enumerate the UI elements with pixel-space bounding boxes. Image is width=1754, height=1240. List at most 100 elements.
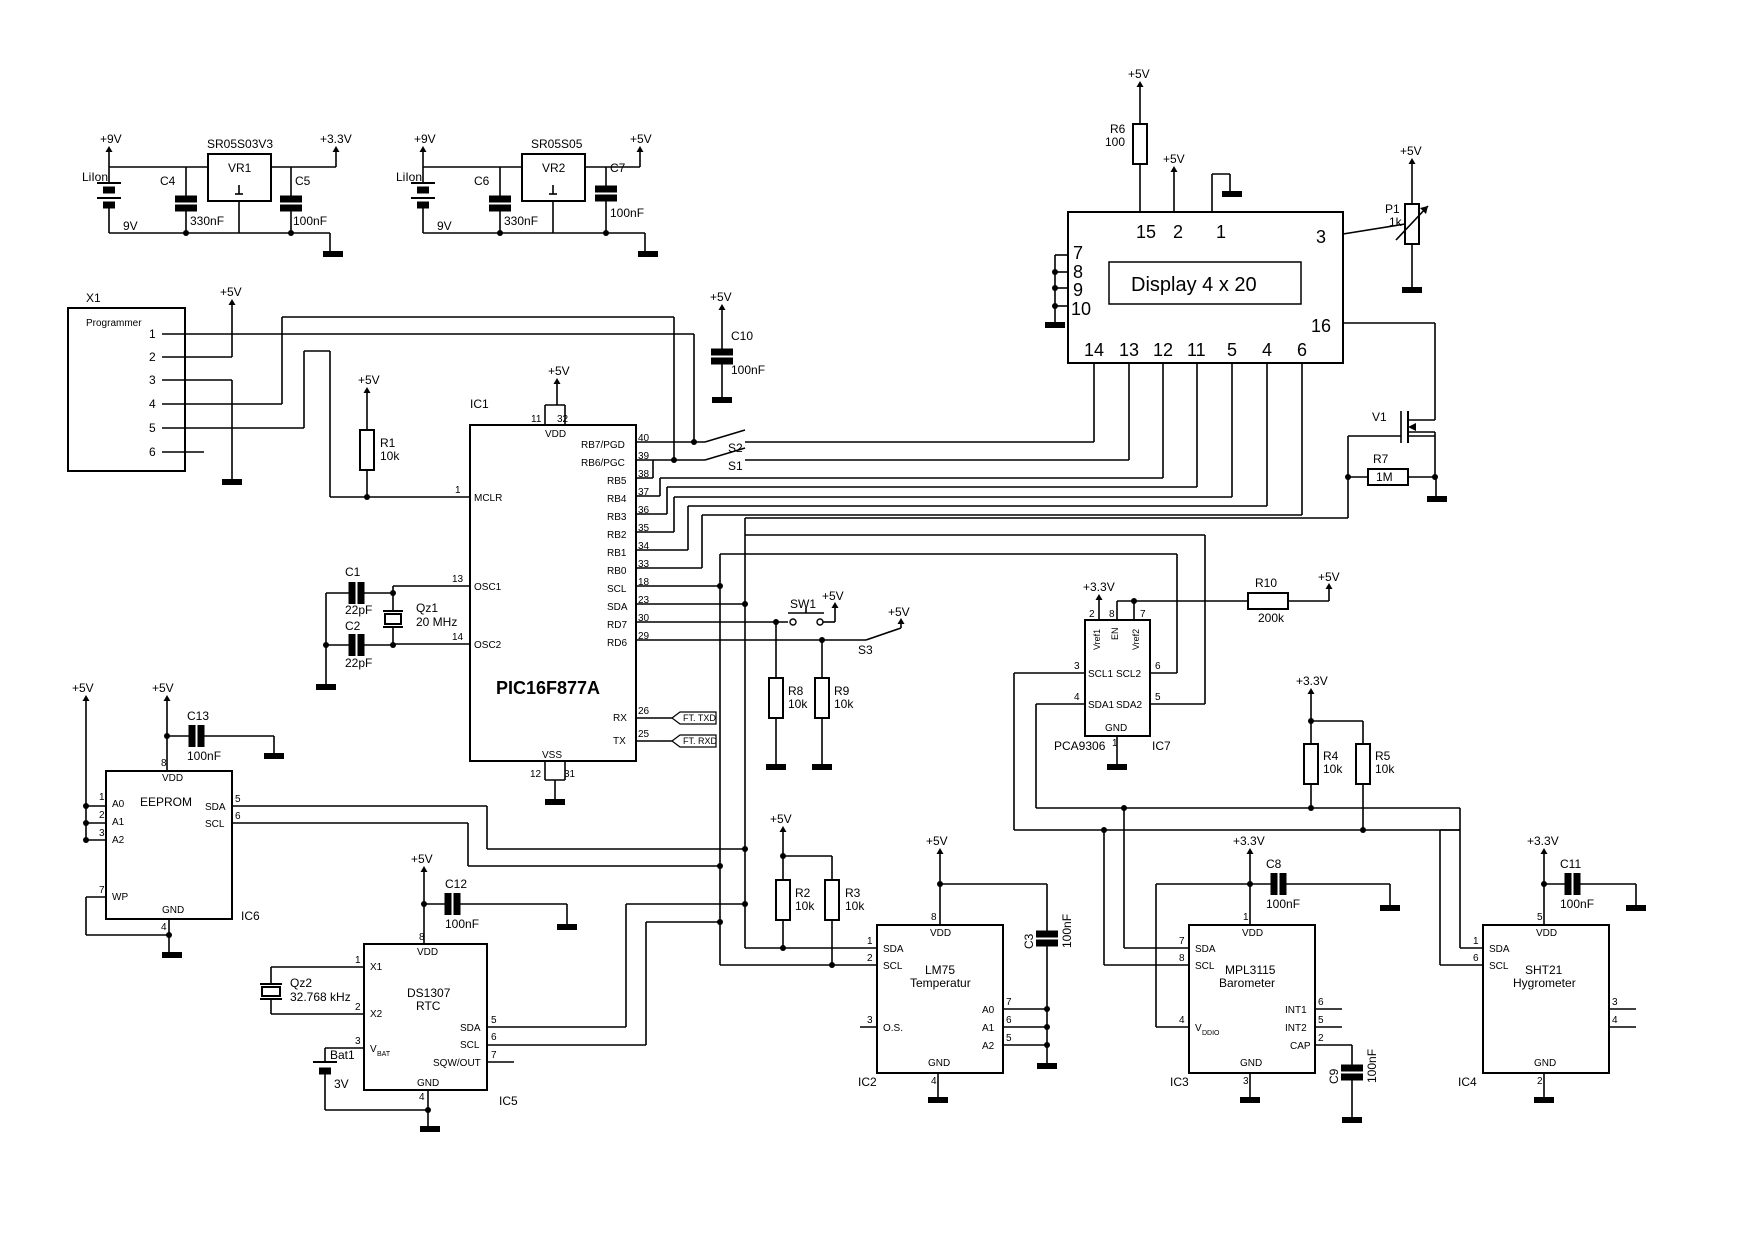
ic2-gnd: GND xyxy=(928,1058,950,1069)
ic3-p4: 4 xyxy=(1179,1015,1185,1026)
r9-ref: R9 xyxy=(834,684,850,698)
c11-val: 100nF xyxy=(1560,897,1594,911)
ic6-a2: A2 xyxy=(112,835,125,846)
display-5v-pin2: +5V xyxy=(1163,152,1185,166)
ic4-vdd: VDD xyxy=(1536,928,1557,939)
c3-ref: C3 xyxy=(1022,933,1036,949)
ic7-part: PCA9306 xyxy=(1054,739,1106,753)
c12-val: 100nF xyxy=(445,917,479,931)
ic6-5v-a: +5V xyxy=(72,681,94,695)
ic1-rd7: RD7 xyxy=(607,620,627,631)
ic1-pin1-num: 1 xyxy=(455,485,461,496)
c8-val: 100nF xyxy=(1266,897,1300,911)
ic2-box xyxy=(876,924,1004,1074)
c3-val: 100nF xyxy=(1060,914,1074,948)
ic7-scl2: SCL2 xyxy=(1116,669,1141,680)
qz1-val: 20 MHz xyxy=(416,615,457,629)
ic5-p5: 5 xyxy=(491,1015,497,1026)
ft-rxd-label: FT. RXD xyxy=(683,736,718,746)
v1-mosfet: V1 R7 1M xyxy=(744,322,1447,586)
ic1-pin12: 12 xyxy=(530,769,542,780)
ic1-box xyxy=(469,424,637,762)
ic3-p1: 1 xyxy=(1243,912,1249,923)
ic2-a2: A2 xyxy=(982,1041,995,1052)
c5-ref: C5 xyxy=(295,174,311,188)
ic5-p4: 4 xyxy=(419,1092,425,1103)
c10-ref: C10 xyxy=(731,329,753,343)
c7-ref: C7 xyxy=(610,161,626,175)
label-9v-supply-2: +9V xyxy=(414,132,436,146)
ic5-vbat: V xyxy=(370,1044,377,1055)
ic3-sda: SDA xyxy=(1195,944,1216,955)
ic5-ref: IC5 xyxy=(499,1094,518,1108)
ic6-a1: A1 xyxy=(112,817,125,828)
r3-ref: R3 xyxy=(845,886,861,900)
r5-ref: R5 xyxy=(1375,749,1391,763)
ic4-p3: 3 xyxy=(1612,997,1618,1008)
c13-val: 100nF xyxy=(187,749,221,763)
ic7-p1: 1 xyxy=(1112,738,1118,749)
mcu-pic16f877a: IC1 PIC16F877A VDD VSS 11 32 12 31 +5V 1… xyxy=(330,364,718,802)
r4-ref: R4 xyxy=(1323,749,1339,763)
ic4-33v: +3.3V xyxy=(1527,834,1559,848)
ic3-vddio: V xyxy=(1195,1023,1202,1034)
ic7-sda1: SDA1 xyxy=(1088,700,1115,711)
x1-5v: +5V xyxy=(220,285,242,299)
ic6-p3: 3 xyxy=(99,828,105,839)
ic6-p4: 4 xyxy=(161,922,167,933)
ic1-pin37-num: 37 xyxy=(638,487,650,498)
ic1-pin35-num: 35 xyxy=(638,523,650,534)
ic4-p5: 5 xyxy=(1537,912,1543,923)
ic3-part: MPL3115 xyxy=(1225,963,1276,977)
ic7-p2: 2 xyxy=(1089,609,1095,620)
ic2-sub: Temperatur xyxy=(910,976,971,990)
ic5-box xyxy=(363,943,488,1091)
c10-capacitor: +5V C10 100nF xyxy=(710,290,765,400)
ic1-pin34-num: 34 xyxy=(638,541,650,552)
ic5-scl: SCL xyxy=(460,1040,480,1051)
x1-name: Programmer xyxy=(86,318,142,329)
ic3-vddio-sub: DDIO xyxy=(1202,1030,1220,1037)
ic1-rb2: RB2 xyxy=(607,530,627,541)
x1-pin5: 5 xyxy=(149,421,156,435)
ic3-scl: SCL xyxy=(1195,961,1215,972)
ic6-p8: 8 xyxy=(161,758,167,769)
ic2-p7: 7 xyxy=(1006,997,1012,1008)
ic3-p7: 7 xyxy=(1179,936,1185,947)
display-pin12: 12 xyxy=(1153,340,1173,360)
x1-ref: X1 xyxy=(86,291,101,305)
display-pin6: 6 xyxy=(1297,340,1307,360)
i2c-bus xyxy=(232,534,1206,1046)
ic1-pin39-num: 39 xyxy=(638,451,650,462)
display-pin2: 2 xyxy=(1173,222,1183,242)
display-pin8: 8 xyxy=(1073,262,1083,282)
c8-ref: C8 xyxy=(1266,857,1282,871)
ic7-vref1: Vref1 xyxy=(1092,629,1102,650)
label-liion-1: LiIon xyxy=(82,170,108,184)
ic3-vdd: VDD xyxy=(1242,928,1263,939)
c9-ref: C9 xyxy=(1327,1068,1341,1084)
label-9v-bat-1: 9V xyxy=(123,219,138,233)
power-supply-5v: +9V LiIon 9V C6 330nF SR05S05 VR2 C7 1 xyxy=(396,132,658,254)
display-pin16: 16 xyxy=(1311,316,1331,336)
ic7-p3: 3 xyxy=(1074,661,1080,672)
ic3-box xyxy=(1188,924,1316,1074)
ic1-rb0: RB0 xyxy=(607,566,627,577)
ic3-p5: 5 xyxy=(1318,1015,1324,1026)
label-liion-2: LiIon xyxy=(396,170,422,184)
ic1-part: PIC16F877A xyxy=(496,678,600,698)
c10-val: 100nF xyxy=(731,363,765,377)
r10-5v: +5V xyxy=(1318,570,1340,584)
c1-val: 22pF xyxy=(345,603,372,617)
ic1-rd6: RD6 xyxy=(607,638,627,649)
label-3v3-out: +3.3V xyxy=(320,132,352,146)
r2-ref: R2 xyxy=(795,886,811,900)
ic5-x1: X1 xyxy=(370,962,383,973)
ic1-mclr: MCLR xyxy=(474,493,502,504)
ic1-rb6: RB6/PGC xyxy=(581,458,625,469)
p1-potentiometer: +5V P1 1k xyxy=(1342,144,1429,290)
ic6-5v-b: +5V xyxy=(152,681,174,695)
ic1-osc1: OSC1 xyxy=(474,582,502,593)
ic6-p1: 1 xyxy=(99,792,105,803)
ic6-p2: 2 xyxy=(99,810,105,821)
